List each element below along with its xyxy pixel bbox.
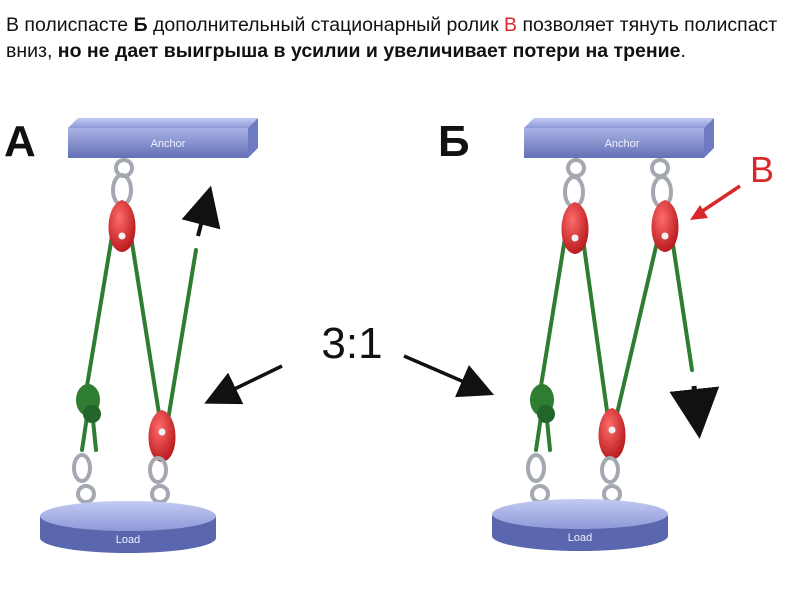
top-pulley-a bbox=[108, 200, 136, 252]
top-pulley-b bbox=[561, 202, 589, 254]
ratio-arrow-left bbox=[204, 364, 283, 405]
load-label-a: Load bbox=[116, 534, 140, 546]
caption-part: В полиспасте bbox=[6, 14, 134, 36]
load-plate-b: Load bbox=[492, 499, 668, 551]
knot-b bbox=[530, 384, 555, 423]
anchor-block-b: Anchor bbox=[524, 118, 714, 158]
rope-a bbox=[80, 228, 198, 452]
anchor-carabiner-a bbox=[111, 158, 134, 207]
caption-part: дополнительный стационарный ролик bbox=[147, 14, 505, 36]
pulley-label-v: В bbox=[750, 149, 774, 190]
pull-up-arrow-a bbox=[181, 185, 221, 237]
ratio-arrow-right bbox=[403, 354, 495, 398]
anchor-block-a: Anchor bbox=[68, 118, 258, 158]
caption-text: В полиспасте Б дополнительный стационарн… bbox=[6, 12, 796, 64]
ratio-label: 3:1 bbox=[321, 319, 382, 368]
pull-down-arrow-b bbox=[669, 385, 720, 439]
pulley-label-arrowhead bbox=[690, 205, 708, 220]
caption-red-letter: В bbox=[504, 14, 518, 36]
caption-bold-phrase: но не дает выигрыша в усилии и увеличива… bbox=[57, 40, 681, 62]
pulley-label-arrow bbox=[697, 184, 741, 216]
load-carabiners-a bbox=[72, 453, 170, 504]
load-carabiners-b bbox=[526, 453, 622, 504]
anchor-label-b: Anchor bbox=[605, 138, 640, 150]
knot-a bbox=[76, 384, 101, 423]
bottom-pulley-a bbox=[148, 410, 176, 462]
caption-part: позволяет тянуть полиспаст вниз, bbox=[6, 14, 778, 62]
caption-part: . bbox=[680, 40, 686, 62]
caption-bold-letter: Б bbox=[133, 14, 148, 36]
panel-b-letter: Б bbox=[438, 117, 470, 166]
load-plate-a: Load bbox=[40, 501, 216, 553]
anchor-label-a: Anchor bbox=[151, 138, 186, 150]
anchor-carabiners-b bbox=[563, 158, 673, 209]
panel-a-letter: А bbox=[4, 117, 36, 166]
bottom-pulley-b bbox=[598, 408, 626, 460]
load-label-b: Load bbox=[568, 532, 592, 544]
redirect-pulley-b bbox=[651, 200, 679, 252]
